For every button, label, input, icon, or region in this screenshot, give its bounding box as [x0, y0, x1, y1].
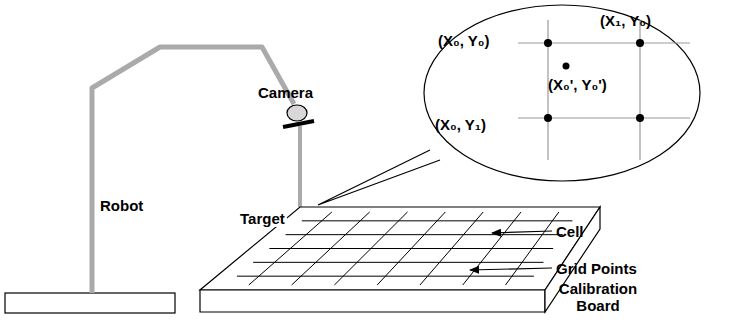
callout-tail: [318, 150, 440, 205]
part-label: Calibration Board: [548, 280, 648, 314]
point-label: (X₁, Y₀): [600, 12, 651, 29]
part-label: Cell: [556, 223, 584, 240]
camera-body: [287, 105, 307, 121]
part-label: Target: [238, 210, 287, 227]
grid-point: [544, 39, 644, 122]
grid-line: [302, 220, 573, 221]
zoom-bubble: [424, 5, 700, 181]
robot-base: [5, 293, 175, 313]
part-label: Grid Points: [556, 260, 637, 277]
point-label: (X₀, Y₀): [438, 32, 490, 49]
target-rod: [298, 126, 302, 207]
leader-arrow: [470, 268, 552, 270]
grid-line: [253, 262, 543, 263]
grid-line: [269, 248, 553, 249]
point-label: (X₀, Y₁): [435, 116, 486, 133]
zoom-grid: [518, 20, 690, 160]
camera-mount: [283, 121, 314, 127]
point-label: (X₀', Y₀'): [548, 76, 607, 93]
part-label: Camera: [258, 84, 313, 101]
part-label: Robot: [100, 197, 143, 214]
calibration-board: [200, 207, 600, 312]
grid-line: [286, 234, 563, 235]
grid-line: [237, 276, 534, 277]
leader-arrow: [492, 231, 552, 233]
